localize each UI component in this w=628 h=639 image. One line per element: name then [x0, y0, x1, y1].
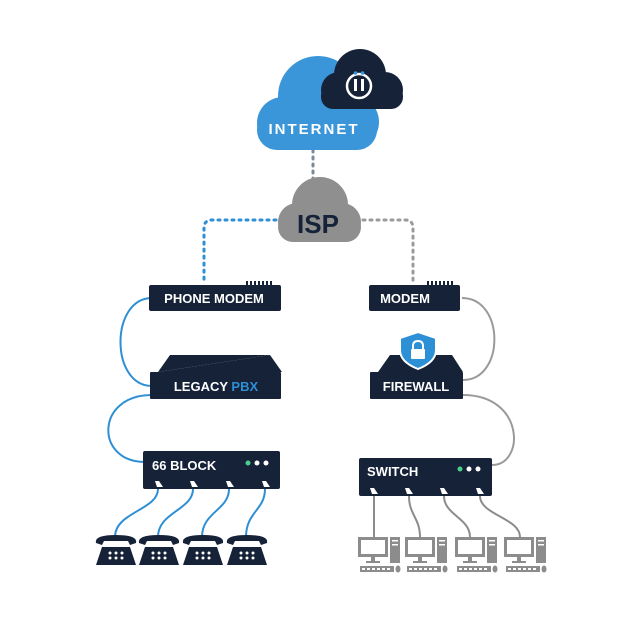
telephone-icon	[138, 535, 180, 565]
66-block-device: 66 BLOCK	[143, 451, 280, 489]
firewall-label: FIREWALL	[383, 379, 449, 394]
switch-led-2	[466, 466, 472, 472]
66-block-label: 66 BLOCK	[152, 458, 217, 473]
telephone-icon	[182, 535, 224, 565]
block-led-2	[254, 460, 260, 466]
connector-isp-modem	[354, 218, 415, 286]
legacy-pbx-device: LEGACY PBX	[150, 355, 282, 399]
connector-firewall-switch	[462, 394, 515, 466]
block-led-1	[245, 460, 251, 466]
connector-modem-firewall	[461, 297, 496, 381]
telephone-icon	[226, 535, 268, 565]
telephone-icon	[95, 535, 137, 565]
telephones	[95, 535, 268, 565]
connector-pbx-block	[107, 394, 153, 463]
modem-device: MODEM	[369, 281, 460, 311]
switch-led-3	[475, 466, 481, 472]
modem-label: MODEM	[380, 291, 430, 306]
switch-label: SWITCH	[367, 464, 418, 479]
isp-cloud: ISP	[278, 177, 361, 242]
internet-label: INTERNET	[269, 121, 360, 138]
pbx-label: LEGACY PBX	[174, 379, 259, 394]
lock-icon	[399, 330, 437, 371]
computers	[358, 537, 547, 573]
phone-modem-label: PHONE MODEM	[164, 291, 264, 306]
computer-cables	[373, 495, 521, 538]
switch-device: SWITCH	[359, 458, 492, 496]
computer-icon	[405, 537, 448, 573]
phone-cables	[114, 488, 266, 538]
connector-phone-modem-pbx	[119, 297, 153, 387]
switch-led-1	[457, 466, 463, 472]
logo-icon	[321, 49, 403, 109]
pbx-label-prefix: LEGACY	[174, 379, 232, 394]
computer-icon	[504, 537, 547, 573]
pbx-label-highlight: PBX	[231, 379, 258, 394]
connector-isp-phone-modem	[202, 218, 285, 286]
isp-label: ISP	[297, 209, 339, 239]
computer-icon	[358, 537, 401, 573]
computer-icon	[455, 537, 498, 573]
block-led-3	[263, 460, 269, 466]
phone-modem-device: PHONE MODEM	[149, 281, 281, 311]
